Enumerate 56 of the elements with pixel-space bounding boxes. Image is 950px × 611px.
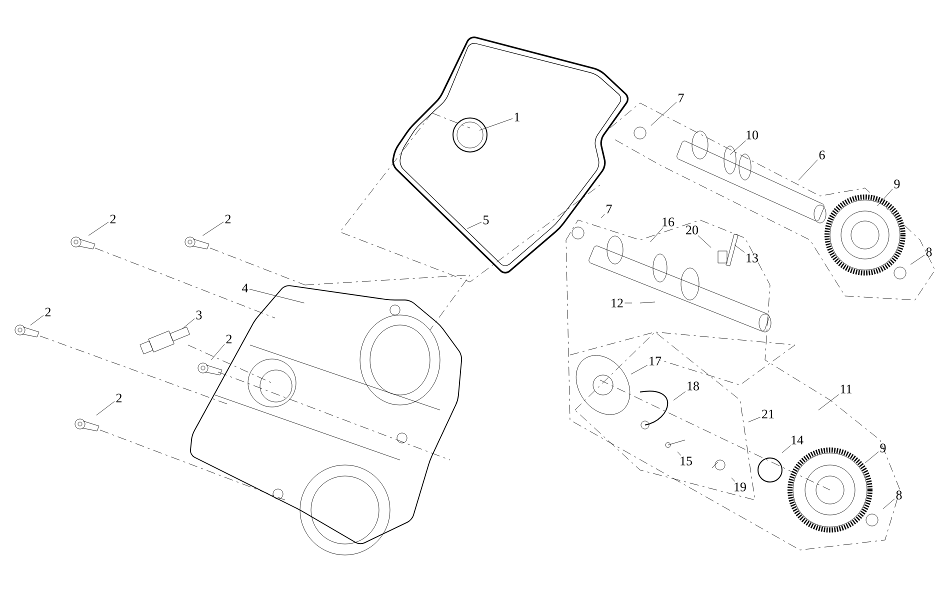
leader-line [601,214,605,218]
callout-number: 17 [650,356,662,366]
leader-line [630,365,648,374]
callout-number: 6 [819,150,825,160]
callout-number: 1 [514,112,520,122]
leader-line [249,288,304,304]
callout-number: 2 [110,214,116,224]
callout-number: 8 [926,248,932,256]
leader-line [698,235,712,248]
callout-number: 2 [226,334,232,344]
leader-line [677,452,682,456]
callout-number: 16 [662,218,674,226]
callout-number: 2 [116,394,122,402]
leader-line [882,498,895,509]
callout-number: 9 [894,180,900,188]
leader-line [211,344,225,360]
callout-number: 20 [686,226,698,234]
leader-line [30,315,44,326]
callout-number: 3 [196,310,202,320]
leader-line [467,222,482,229]
callout-number: 9 [880,444,886,452]
callout-number: 13 [746,254,758,262]
leader-line [730,140,746,155]
callout-number: 8 [896,490,902,500]
leader-line [624,302,632,304]
callout-number: 2 [45,308,51,316]
callout-number: 15 [680,456,692,466]
leader-line [910,254,925,265]
leader-line [479,118,513,130]
leader-line [650,102,677,126]
leader-line [202,222,224,236]
leader-line [731,478,736,482]
callout-number: 7 [678,94,684,102]
leader-line [748,416,760,422]
callout-number: 11 [840,384,852,394]
callout-number: 14 [792,436,804,444]
leader-line [88,222,109,236]
leader-line [734,244,745,253]
callout-number: 7 [606,204,612,214]
leader-line [864,452,879,464]
callout-number: 5 [484,216,489,224]
leader-line [798,160,818,180]
leader-line [96,401,115,416]
callout-number: 18 [688,382,700,390]
leader-line [650,227,664,242]
callout-number: 12 [612,298,623,308]
leader-line [673,391,686,400]
leader-line [818,394,840,410]
leader-line [782,445,791,453]
leader-line [877,188,893,206]
callout-number: 2 [225,214,231,224]
callout-number: 21 [762,410,774,418]
callout-number: 4 [242,284,248,292]
callout-number: 10 [746,130,758,140]
callout-number: 19 [734,482,746,492]
leader-line [182,318,195,330]
